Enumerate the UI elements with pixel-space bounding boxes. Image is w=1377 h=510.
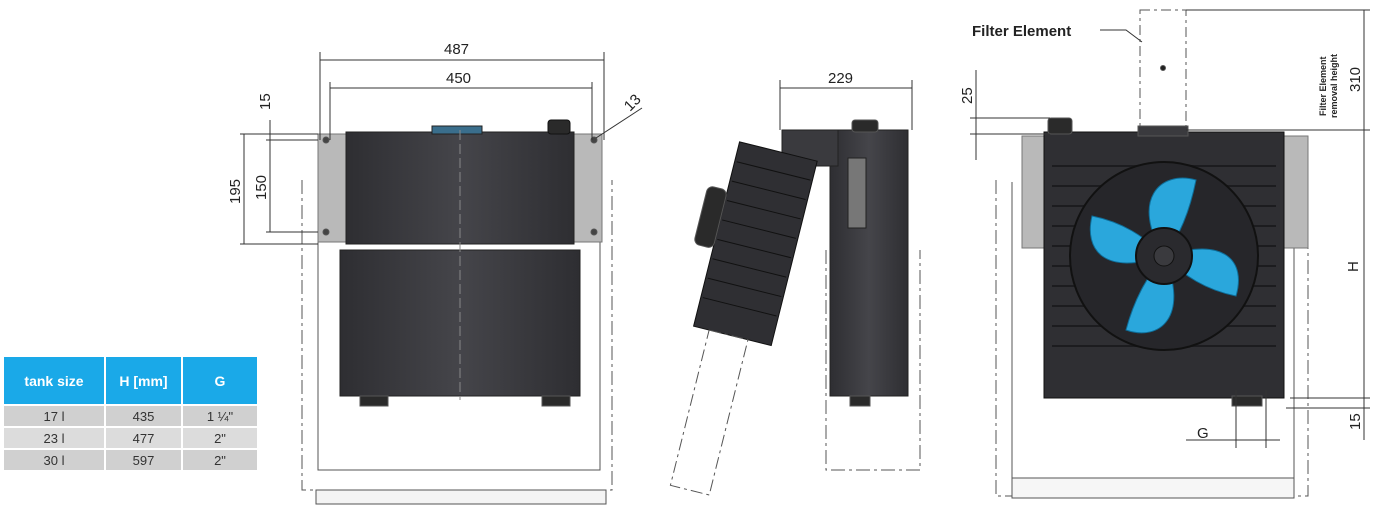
spec-table: tank size H [mm] G 17 l 435 1 ¼" 23 l 47… — [4, 357, 259, 470]
filter-removal-label-2: removal height — [1329, 54, 1339, 118]
front-view — [301, 119, 613, 505]
dim-width-inner: 450 — [446, 70, 471, 87]
header-tank-size: tank size — [4, 357, 106, 405]
header-g: G — [182, 357, 259, 405]
cell-h-mm: 597 — [105, 448, 183, 470]
cell-tank-size: 23 l — [4, 426, 106, 449]
header-h-mm: H [mm] — [105, 357, 183, 405]
cell-tank-size: 30 l — [4, 448, 106, 470]
dim-width-outer: 487 — [444, 41, 469, 58]
cell-h-mm: 477 — [105, 426, 183, 449]
cell-g: 2" — [182, 448, 259, 470]
dim-bottom-gap: 15 — [1347, 413, 1364, 430]
front-dimension-lines — [240, 52, 643, 245]
cell-h-mm: 435 — [105, 404, 183, 427]
dim-filter-removal: 310 — [1347, 67, 1364, 92]
table-header-row: tank size H [mm] G — [4, 357, 259, 405]
cell-g: 2" — [182, 426, 259, 449]
table-row: 17 l 435 1 ¼" — [4, 404, 259, 427]
dim-height: H — [1345, 261, 1362, 272]
cell-g: 1 ¼" — [182, 404, 259, 427]
cell-tank-size: 17 l — [4, 404, 106, 427]
table-row: 23 l 477 2" — [4, 426, 259, 449]
dim-mount-height: 195 — [227, 179, 244, 204]
table-row: 30 l 597 2" — [4, 448, 259, 470]
filter-element-label: Filter Element — [972, 23, 1071, 40]
dim-top-gap: 15 — [257, 93, 274, 110]
dim-depth: 229 — [828, 70, 853, 87]
side-view — [669, 80, 921, 496]
dim-port: G — [1197, 425, 1209, 442]
dim-hole-spacing: 150 — [253, 175, 270, 200]
filter-removal-label-1: Filter Element — [1318, 56, 1328, 116]
fan-view — [970, 9, 1370, 499]
dim-filter-gap: 25 — [959, 87, 976, 104]
dim-hole-dia: 13 — [621, 91, 645, 115]
